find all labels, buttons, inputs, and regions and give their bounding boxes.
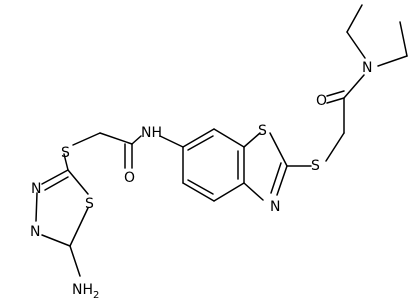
- atom-labels: NH2 N N S S O NH S N S O N: [30, 60, 372, 299]
- amide-nh-label: NH: [141, 125, 162, 141]
- bond-thiadiazole-c2-s: [67, 169, 89, 195]
- bond-carbonyl2-o-a: [326, 97, 345, 104]
- bond-n-ethyl1-b: [346, 4, 363, 33]
- bond-thiadiazole-s-c5: [69, 207, 89, 247]
- amide-n2-label: N: [362, 60, 372, 76]
- bond-thiadiazole-c5-n: [41, 234, 71, 247]
- bond-benzene-inner-1: [187, 135, 214, 151]
- bond-thiadiazole-n-n: [35, 192, 38, 222]
- thiadiazole-n2-label: N: [31, 181, 41, 197]
- bond-benzothiazole-s-c2: [269, 132, 288, 167]
- bond-thiadiazole-n-c2-b: [44, 176, 69, 191]
- bond-thioether-s2-ch2: [325, 132, 345, 162]
- bond-benzene-1: [182, 128, 215, 148]
- amine-n-label: NH2: [72, 282, 99, 299]
- amide-o2-label: O: [316, 93, 327, 109]
- bond-thioether-s-ch2: [72, 132, 101, 146]
- benzothiazole-n-label: N: [270, 199, 280, 215]
- bond-benzothiazole-s-c7a: [243, 132, 261, 148]
- bond-benzothiazole-c2-n-b: [270, 162, 282, 194]
- bond-c5-nh2: [69, 245, 81, 277]
- benzothiazole-s-label: S: [258, 123, 267, 139]
- bond-benzothiazole-n-c3a: [243, 182, 264, 201]
- amide-o1-label: O: [124, 170, 135, 186]
- bond-nh-aryl: [159, 135, 184, 148]
- bond-c2-thioether-s: [63, 153, 69, 171]
- bond-benzene-2: [213, 128, 245, 148]
- bond-ch2-carbonyl: [99, 132, 133, 145]
- bonds: [35, 4, 408, 277]
- thioether-s2-label: S: [311, 158, 320, 174]
- thioether-s1-label: S: [61, 145, 70, 161]
- bond-benzene-5: [182, 182, 215, 202]
- thiadiazole-n1-label: N: [30, 224, 40, 240]
- bond-carbonyl2-n: [343, 74, 365, 99]
- bond-carbonyl-nh: [131, 135, 142, 145]
- bond-thiadiazole-n-c2-a: [41, 169, 69, 185]
- bond-carbonyl2-o-b: [326, 90, 345, 97]
- bond-n-ethyl2-a: [377, 55, 408, 67]
- bond-n-ethyl2-b: [399, 21, 408, 57]
- bond-n-ethyl1-a: [346, 31, 366, 59]
- bond-benzothiazole-c2-n-a: [276, 165, 288, 196]
- thiadiazole-s-label: S: [85, 196, 94, 212]
- bond-benzene-inner-3: [187, 179, 214, 195]
- bond-benzene-4: [213, 182, 245, 202]
